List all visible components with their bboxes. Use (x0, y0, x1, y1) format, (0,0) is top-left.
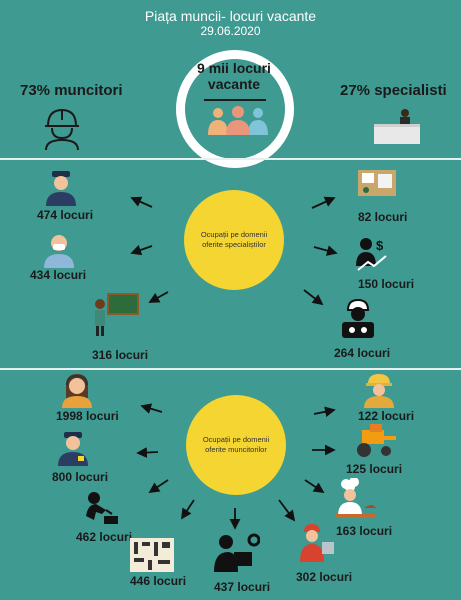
workers-share: 73% muncitori (20, 82, 123, 99)
specialists-hub-text: Ocupații pe domenii oferite specialiștil… (200, 230, 268, 249)
arrow-800 (136, 447, 159, 458)
finance-growth-icon: $ (354, 236, 390, 272)
item-316-label: 316 locuri (92, 348, 149, 362)
arrow-302 (278, 499, 296, 522)
welder-icon (82, 490, 120, 526)
item-125-label: 125 locuri (346, 462, 403, 476)
specialists-share: 27% specialisti (340, 82, 447, 99)
builder-icon (362, 372, 396, 408)
divider-middle (0, 368, 461, 370)
arrow-122 (313, 406, 336, 418)
item-1998-label: 1998 locuri (56, 409, 119, 423)
divider-top (0, 158, 461, 160)
total-line-1: 9 mii locuri (197, 60, 271, 76)
arrow-474 (130, 196, 153, 208)
workers-hub: Ocupații pe domenii oferite muncitorilor (186, 395, 286, 495)
total-ring (176, 50, 294, 168)
arrow-1998 (140, 403, 163, 414)
item-437-label: 437 locuri (214, 580, 271, 594)
technician-laptop-icon (212, 532, 260, 574)
medic-mask-icon (42, 232, 76, 268)
guard-icon (56, 430, 90, 466)
item-302-label: 302 locuri (296, 570, 353, 584)
police-officer-icon (44, 168, 78, 206)
total-line-2: vacante (207, 76, 261, 92)
item-122-label: 122 locuri (358, 409, 415, 423)
people-group-icon (206, 105, 270, 135)
teacher-board-icon (90, 292, 140, 336)
hardhat-worker-icon (40, 104, 84, 150)
item-446-label: 446 locuri (130, 574, 187, 588)
item-82-label: 82 locuri (358, 210, 408, 224)
specialists-hub: Ocupații pe domenii oferite specialiștil… (184, 190, 284, 290)
arrow-150 (313, 245, 338, 256)
office-desk-icon (372, 106, 422, 146)
page-date: 29.06.2020 (200, 24, 261, 38)
engineer-icon (338, 298, 378, 340)
cashier-icon (296, 522, 336, 562)
arrow-462 (148, 479, 169, 493)
arrow-316 (148, 291, 169, 303)
arrow-82 (311, 196, 336, 209)
item-800-label: 800 locuri (52, 470, 109, 484)
svg-text:$: $ (376, 238, 384, 253)
call-operator-icon (60, 372, 94, 408)
total-headline: 9 mii locuri vacante (192, 60, 276, 92)
item-264-label: 264 locuri (334, 346, 391, 360)
page-title: Piața muncii- locuri vacante (144, 8, 317, 24)
item-474-label: 474 locuri (37, 208, 94, 222)
item-434-label: 434 locuri (30, 268, 87, 282)
arrow-446 (181, 499, 195, 520)
arrow-434 (130, 244, 153, 256)
tractor-icon (352, 424, 398, 458)
arrow-163 (304, 479, 325, 493)
chef-icon (334, 478, 380, 520)
item-150-label: 150 locuri (358, 277, 415, 291)
tools-panel-icon (128, 536, 176, 574)
item-462-label: 462 locuri (76, 530, 133, 544)
item-163-label: 163 locuri (336, 524, 393, 538)
workers-hub-text: Ocupații pe domenii oferite muncitorilor (202, 435, 270, 454)
total-underline (204, 99, 266, 101)
arrow-264 (303, 289, 324, 306)
design-desk-icon (356, 168, 398, 198)
